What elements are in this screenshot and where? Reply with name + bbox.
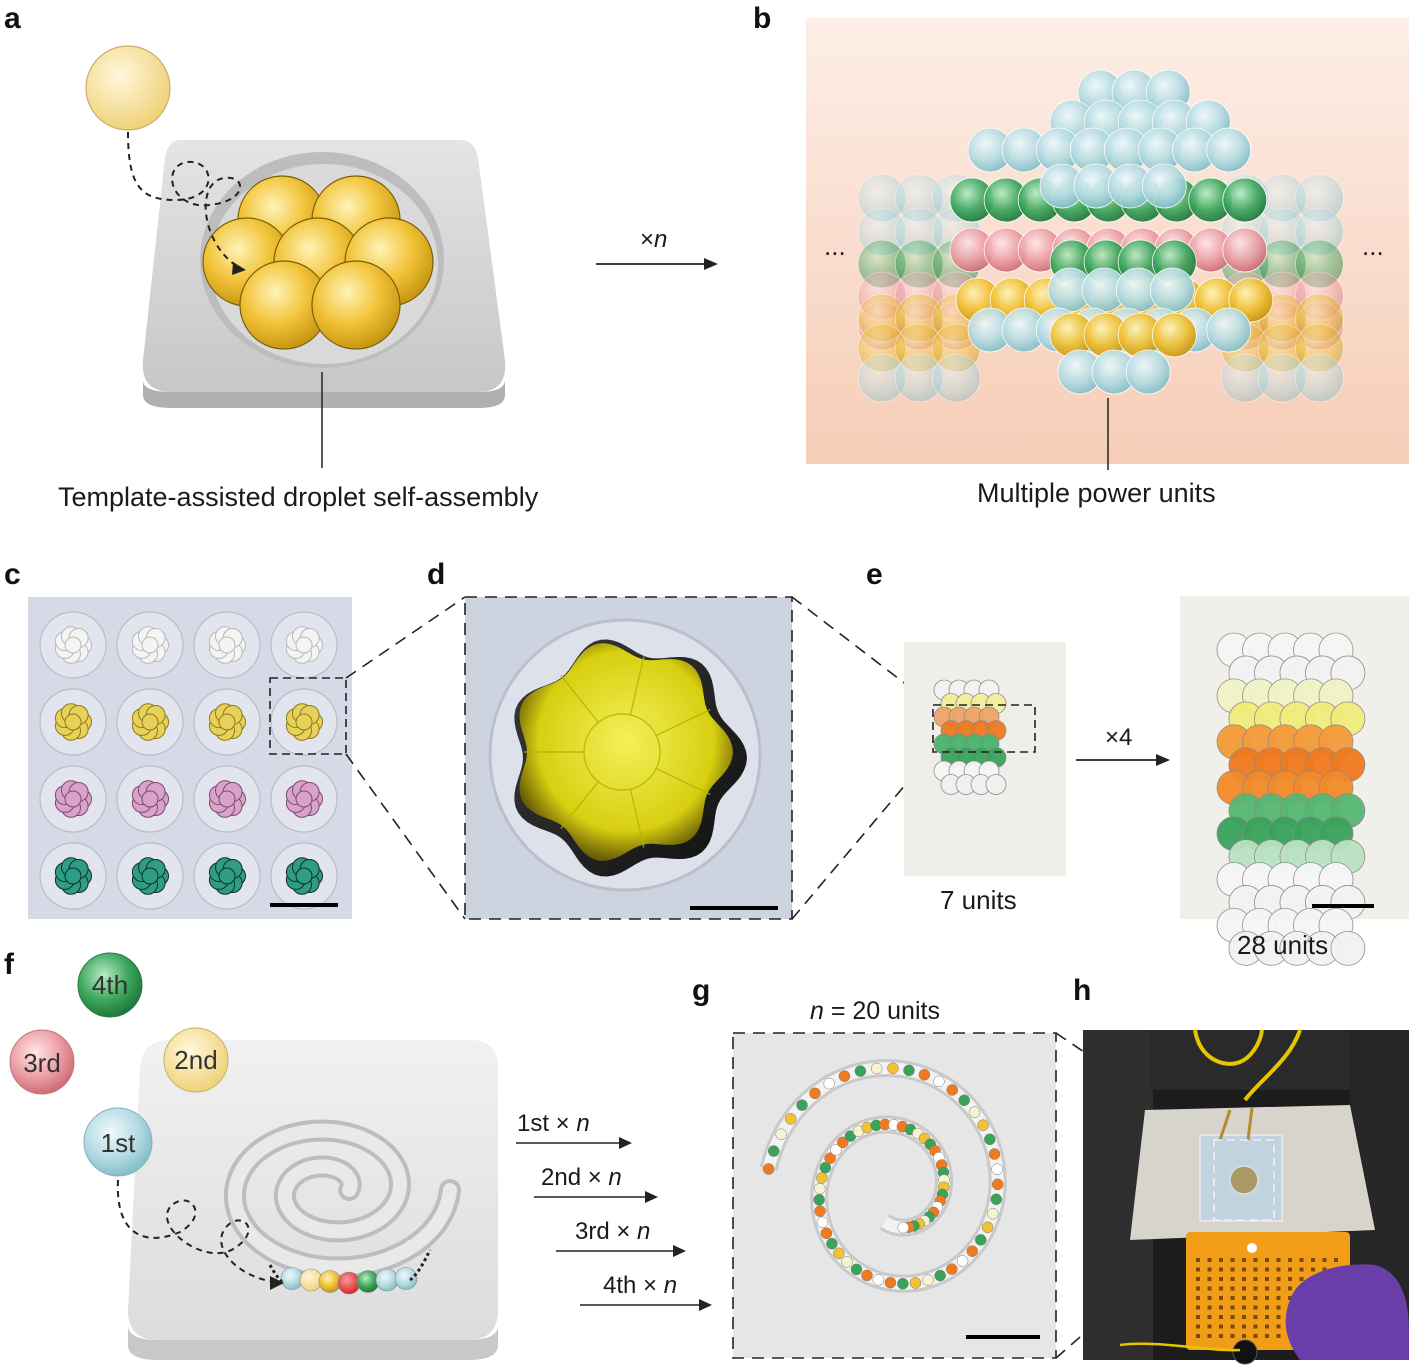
panel-g-background xyxy=(733,1033,1056,1358)
arrow-a-to-b xyxy=(596,258,718,270)
yellow-droplet-assembly xyxy=(519,643,733,861)
caption-7-units: 7 units xyxy=(940,885,1017,915)
ball-3rd xyxy=(9,1029,75,1095)
ellipsis-right: ... xyxy=(1362,231,1384,261)
panel-label-e: e xyxy=(866,558,883,591)
spiral-template-plate xyxy=(128,1040,498,1340)
spiral-channel xyxy=(223,1119,461,1279)
panel-d-photo xyxy=(464,596,793,920)
caption-multiple-power-units: Multiple power units xyxy=(977,478,1216,508)
caption-n-20-units: n = 20 units xyxy=(810,997,940,1025)
ellipsis-left: ... xyxy=(824,231,846,261)
ball-4th xyxy=(77,952,143,1018)
panel-h-photo xyxy=(1083,1029,1409,1365)
panel-c-photo xyxy=(28,597,352,919)
zoom-lines-c-to-d xyxy=(345,596,466,920)
panel-label-f: f xyxy=(4,948,14,981)
arrows-f-to-g xyxy=(516,1137,712,1311)
panel-label-h: h xyxy=(1073,974,1092,1007)
ball-1st xyxy=(83,1107,153,1177)
step-3rd: 3rd × n xyxy=(575,1218,651,1245)
yellow-droplet-cluster xyxy=(202,175,434,350)
ball-label-1st: 1st xyxy=(100,1128,136,1158)
step-1st: 1st × n xyxy=(517,1110,590,1137)
caption-template-assisted: Template-assisted droplet self-assembly xyxy=(58,482,539,512)
panel-label-c: c xyxy=(4,558,21,591)
panel-f-illustration xyxy=(9,952,498,1360)
multiplier-n: ×n xyxy=(640,226,668,253)
panel-e-photos xyxy=(904,596,1409,966)
ball-label-2nd: 2nd xyxy=(174,1045,218,1075)
step-2nd: 2nd × n xyxy=(541,1164,622,1191)
incoming-yellow-droplet xyxy=(85,45,171,131)
panel-label-a: a xyxy=(4,2,21,35)
gloved-hand xyxy=(1285,1264,1409,1360)
panel-g-photo xyxy=(732,1032,1057,1359)
droplet-trajectory xyxy=(127,131,241,269)
panel-label-d: d xyxy=(427,558,446,591)
panel-label-b: b xyxy=(753,2,772,35)
multiplier-x4: ×4 xyxy=(1105,724,1133,751)
panel-label-g: g xyxy=(692,974,711,1007)
ball-label-3rd: 3rd xyxy=(23,1048,61,1078)
panel-c-zoom-box xyxy=(269,677,347,755)
ball-2nd xyxy=(163,1027,229,1093)
step-4th: 4th × n xyxy=(603,1272,678,1299)
panel-a-illustration xyxy=(85,45,506,468)
caption-28-units: 28 units xyxy=(1237,930,1329,960)
panel-b-illustration xyxy=(806,18,1409,470)
template-plate-edge xyxy=(143,380,505,408)
ball-label-4th: 4th xyxy=(91,970,129,1000)
